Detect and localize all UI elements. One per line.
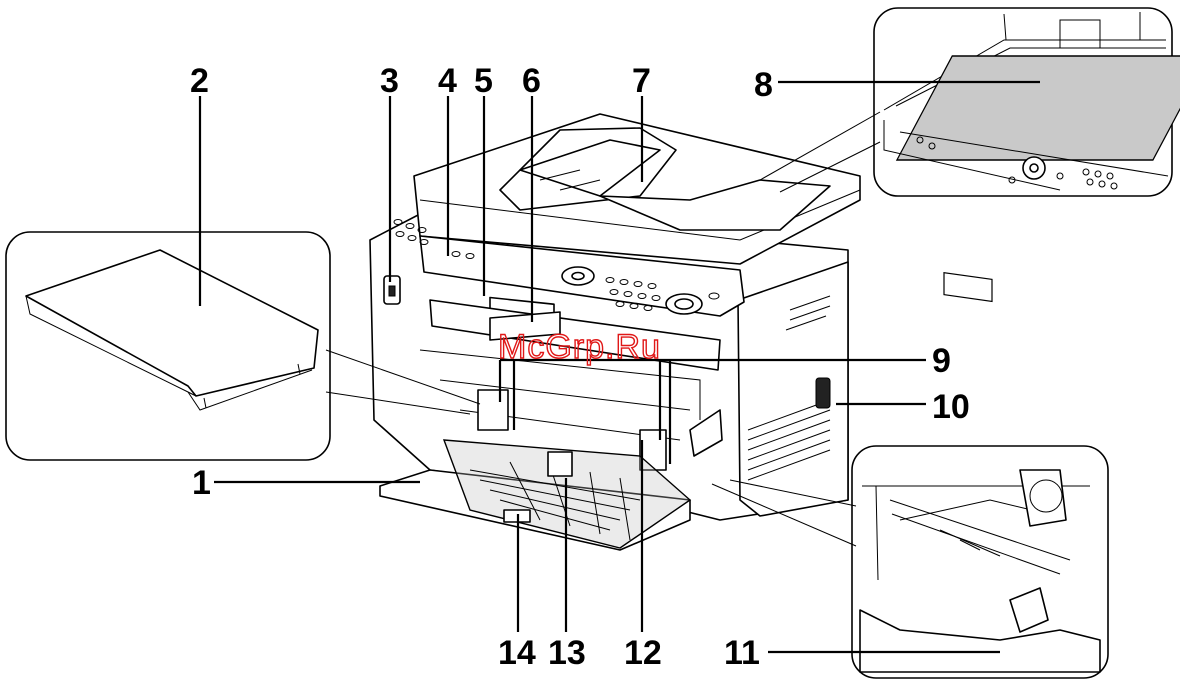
callout-6: 6: [522, 62, 541, 100]
callout-3: 3: [380, 62, 399, 100]
watermark-text: McGrp.Ru: [498, 328, 661, 366]
callout-4: 4: [438, 62, 457, 100]
inset-front-door: [852, 446, 1108, 678]
power-switch-shape: [816, 378, 830, 408]
inset-tray-cover: [6, 232, 330, 460]
callout-2: 2: [190, 62, 209, 100]
callout-11: 11: [724, 634, 760, 672]
callout-1: 1: [192, 464, 211, 502]
callout-12: 12: [624, 634, 662, 672]
callout-7: 7: [632, 62, 651, 100]
callout-14: 14: [498, 634, 536, 672]
callout-9: 9: [932, 342, 951, 380]
callout-5: 5: [474, 62, 493, 100]
callout-8: 8: [754, 66, 773, 104]
callout-13: 13: [548, 634, 586, 672]
inset-document-glass: [874, 8, 1180, 301]
callout-10: 10: [932, 388, 970, 426]
